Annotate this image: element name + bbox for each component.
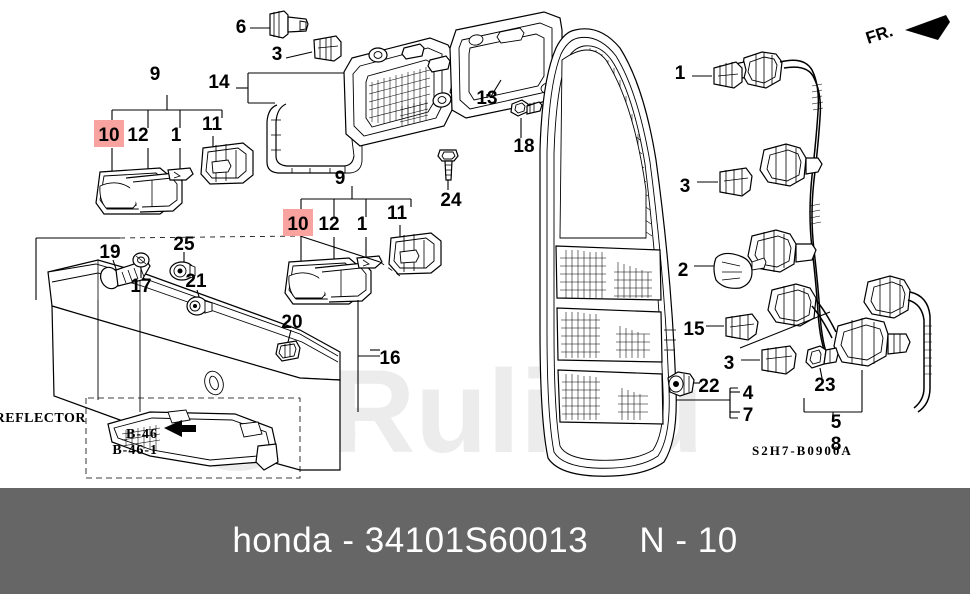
callout-1-b: 1 xyxy=(357,214,368,235)
callout-1-a: 1 xyxy=(171,125,182,146)
footer-bar: honda - 34101S60013 N - 10 xyxy=(0,488,970,594)
part-reflector xyxy=(107,409,279,471)
part-connector-block-5 xyxy=(833,317,911,367)
bracket-4-7 xyxy=(729,387,738,419)
part-bulb-3a xyxy=(719,167,753,197)
callout-12-a: 12 xyxy=(127,125,148,146)
part-socket-bottom-right xyxy=(863,275,911,319)
callout-11-b: 11 xyxy=(387,203,408,224)
callout-8: 8 xyxy=(831,434,842,455)
callout-19: 19 xyxy=(99,242,120,263)
diagram-svg: Ruli.ru xyxy=(0,10,950,479)
callout-20: 20 xyxy=(281,312,302,333)
part-bulb-3b xyxy=(761,345,797,375)
callout-21: 21 xyxy=(185,271,207,292)
callout-23: 23 xyxy=(814,375,835,396)
callout-10-b: 10 xyxy=(287,214,308,235)
part-bolt-flange-18 xyxy=(510,99,543,138)
callout-1-right: 1 xyxy=(675,63,686,84)
callout-10-a: 10 xyxy=(98,125,119,146)
part-gasket-seal xyxy=(266,103,363,174)
part-nut-17 xyxy=(132,252,150,278)
group-license-light-upper xyxy=(95,95,254,215)
group-gasket-14 xyxy=(236,72,363,174)
callout-3-c: 3 xyxy=(724,353,735,374)
diagram-canvas: Ruli.ru xyxy=(0,10,950,479)
callout-4: 4 xyxy=(743,383,754,404)
part-tail-light-assembly xyxy=(539,28,677,477)
callout-6: 6 xyxy=(236,17,247,38)
orientation-marker: FR. xyxy=(863,15,950,48)
group-bulbs-top xyxy=(250,10,342,62)
callout-13: 13 xyxy=(476,88,497,109)
group-bulbs-right xyxy=(692,61,831,375)
part-license-light-connector-2 xyxy=(388,232,442,275)
callout-highlight-10-a xyxy=(94,120,124,147)
part-license-light-connector xyxy=(200,142,254,185)
part-license-light-lens-2 xyxy=(314,262,372,303)
part-license-light-lens xyxy=(125,172,183,213)
callout-9-b: 9 xyxy=(335,168,346,189)
part-bulb-1 xyxy=(713,61,743,89)
reflector-title: REFLECTOR xyxy=(0,411,86,426)
part-bulb-socket-6 xyxy=(269,10,309,39)
callout-12-b: 12 xyxy=(318,214,339,235)
callout-17: 17 xyxy=(130,276,151,297)
reflector-inset: REFLECTOR B-46 B-46-1 xyxy=(0,397,301,479)
callout-2: 2 xyxy=(678,260,689,281)
callout-7: 7 xyxy=(743,405,754,426)
part-grommet-socket-22 xyxy=(667,371,700,397)
reflector-line2: B-46-1 xyxy=(112,443,158,458)
callout-11-a: 11 xyxy=(202,114,223,135)
part-stop-lamp-bezel-13 xyxy=(449,11,563,119)
part-bolt-washer-24 xyxy=(437,149,459,190)
callout-layer: 6 3 9 14 1 13 10 12 1 11 18 3 9 24 10 12… xyxy=(94,17,842,455)
part-grommet-21 xyxy=(186,289,213,316)
part-license-light-clip-2 xyxy=(356,255,383,269)
callout-3-a: 3 xyxy=(272,44,283,65)
callout-3-b: 3 xyxy=(680,176,691,197)
part-socket-middle xyxy=(759,143,823,187)
callout-16: 16 xyxy=(379,348,400,369)
part-clip-20 xyxy=(275,329,301,362)
bracket-5-8 xyxy=(803,370,863,422)
reflector-line1: B-46 xyxy=(126,427,158,442)
part-socket-bottom-left xyxy=(767,283,817,327)
part-license-light-clip xyxy=(167,167,194,181)
diagram-code: S2H7-B0900A xyxy=(752,443,853,458)
part-wire-harness xyxy=(721,51,932,413)
callout-15: 15 xyxy=(683,319,705,340)
callout-24: 24 xyxy=(440,190,462,211)
part-bulb-15 xyxy=(725,313,759,341)
part-connector-cap-23 xyxy=(805,345,839,379)
callout-25: 25 xyxy=(173,234,195,255)
fr-label: FR. xyxy=(863,21,895,48)
group-license-light-lower xyxy=(284,186,442,305)
callout-22: 22 xyxy=(698,376,719,397)
part-bulb-2 xyxy=(713,252,767,289)
part-bulb-wedge-3 xyxy=(313,35,342,62)
callout-18: 18 xyxy=(513,136,534,157)
footer-text: honda - 34101S60013 N - 10 xyxy=(232,521,738,560)
callout-5: 5 xyxy=(831,412,842,433)
part-grommet-clip-small xyxy=(169,252,196,281)
callout-9-a: 9 xyxy=(150,64,161,85)
callout-highlight-10-b xyxy=(283,209,313,236)
callout-14: 14 xyxy=(208,72,230,93)
